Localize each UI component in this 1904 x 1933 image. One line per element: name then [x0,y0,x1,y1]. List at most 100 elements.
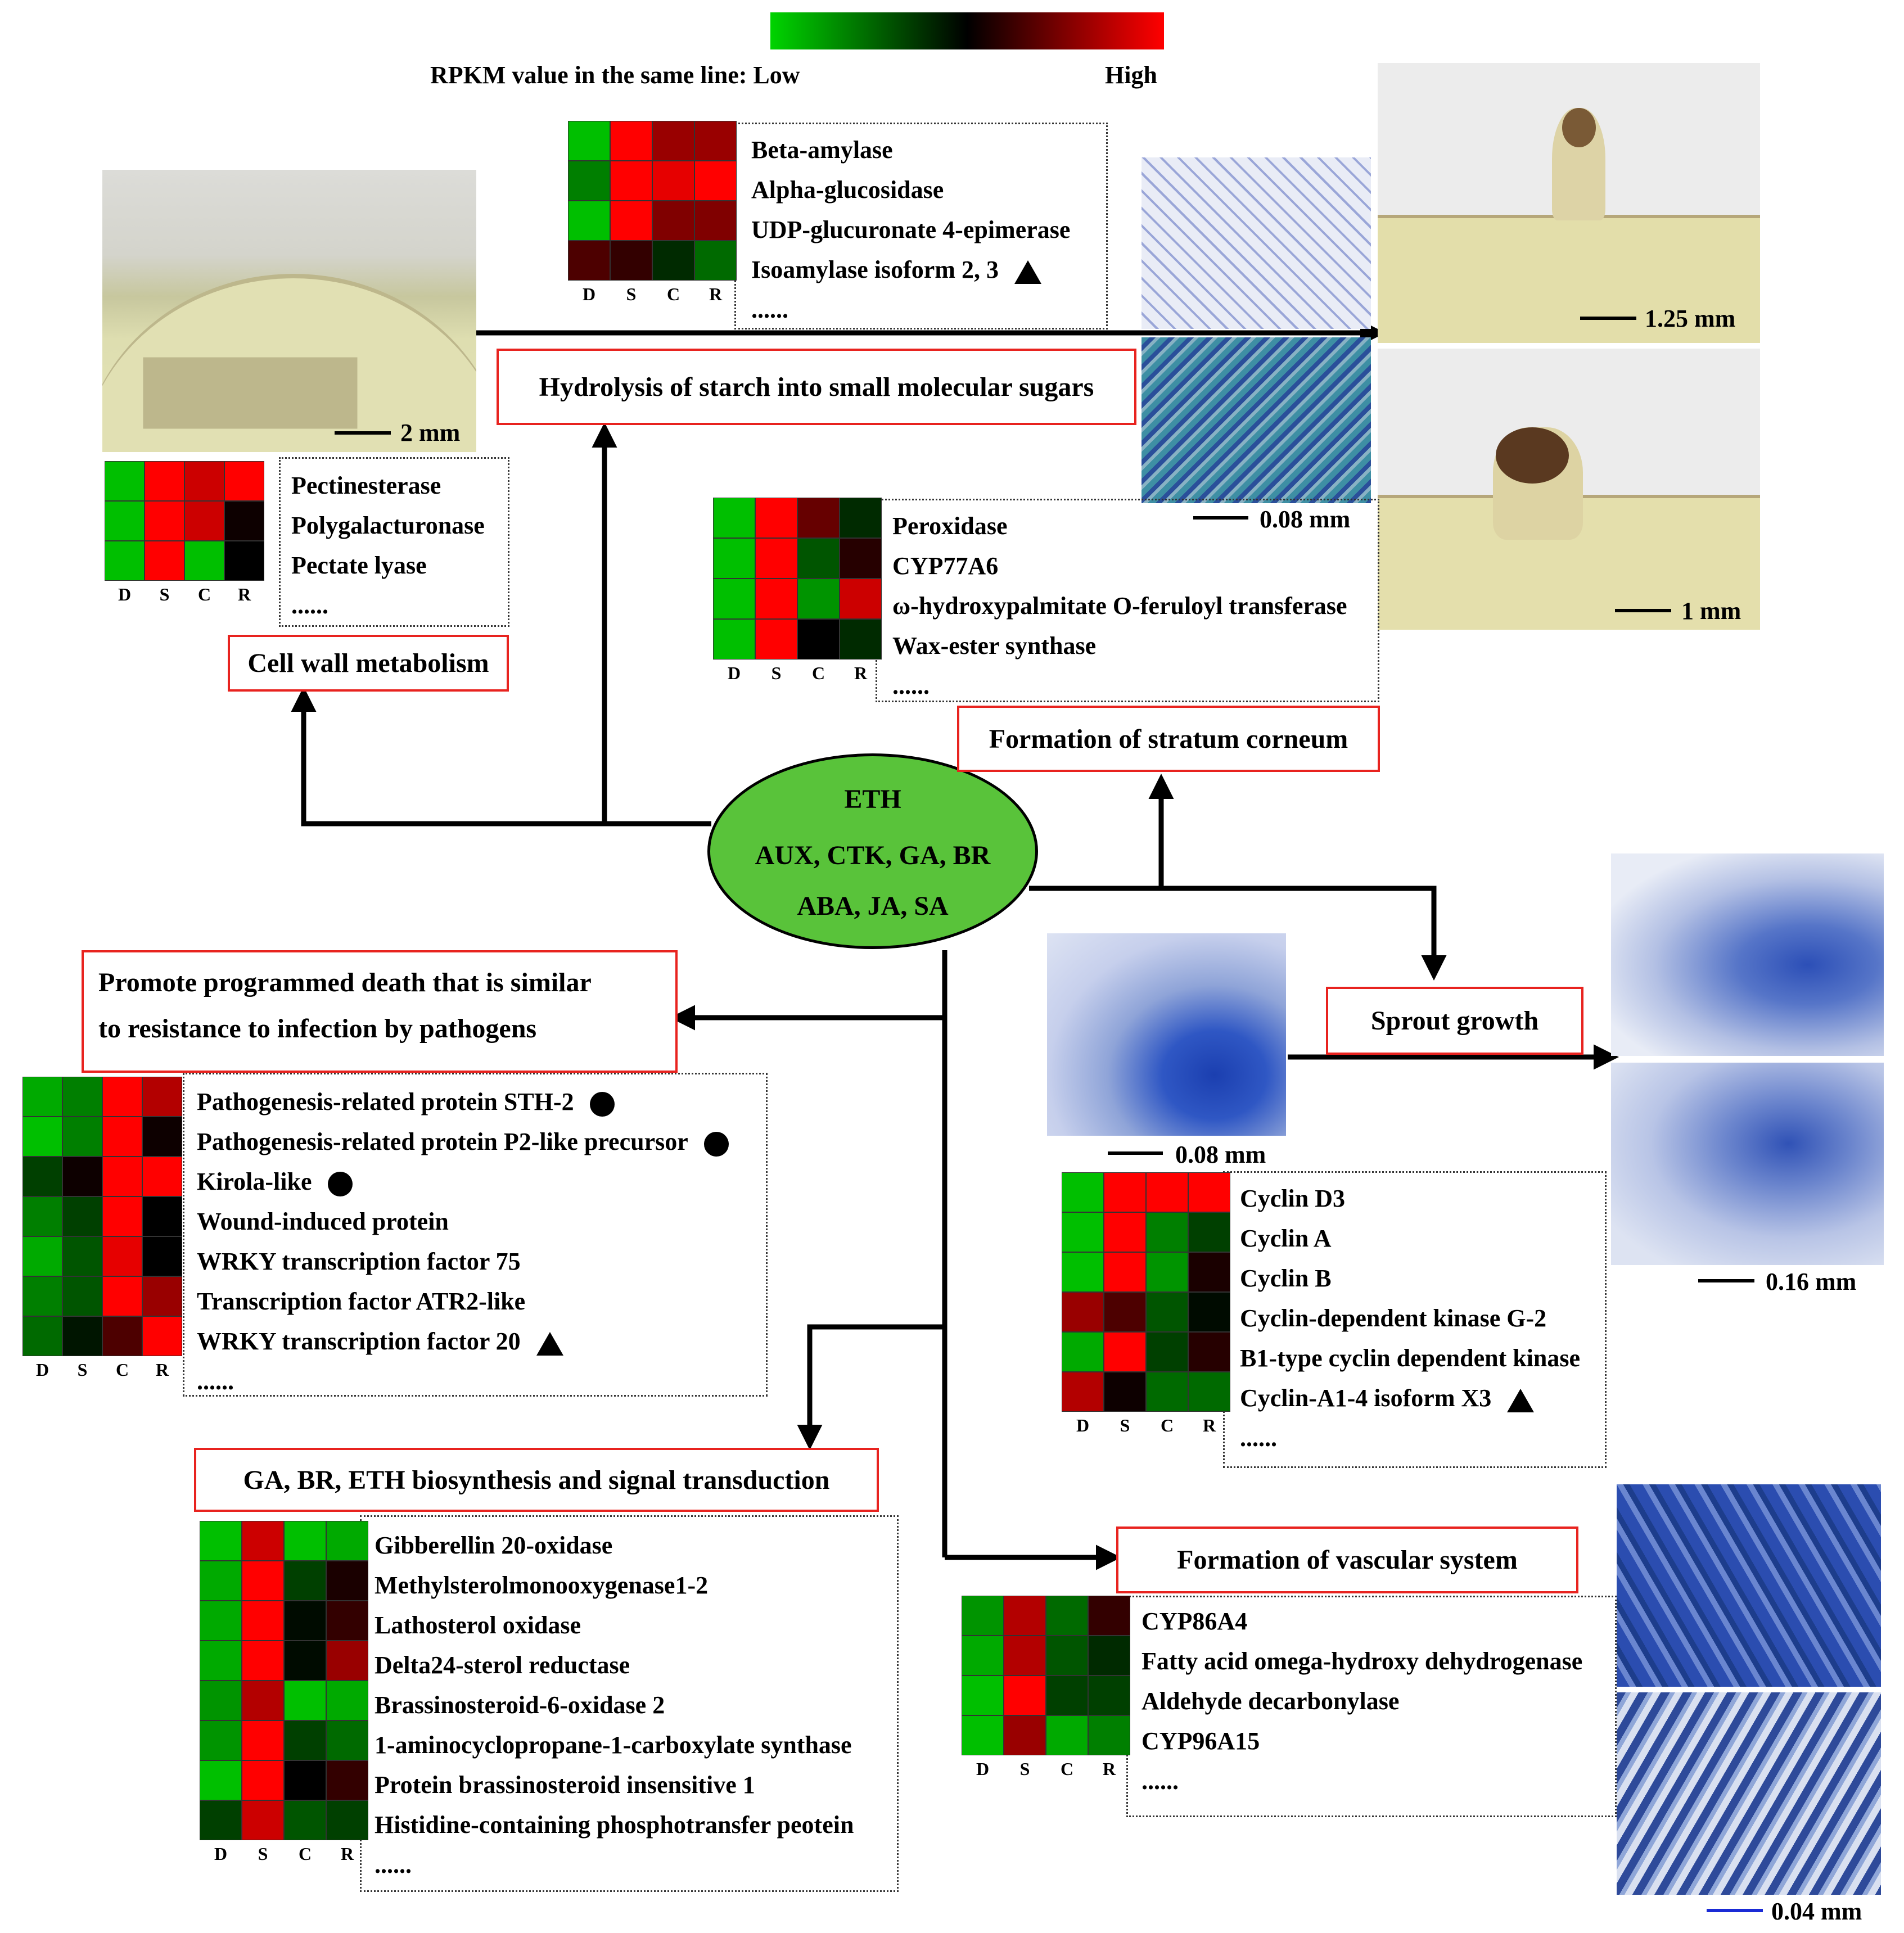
heatmap-cell-starch-r2-c0 [568,201,610,241]
heatmap-cell-pathogen-r6-c0 [22,1316,62,1356]
heatmap-cell-hormone-r1-c2 [284,1561,326,1601]
gene-label-pathogen: Kirola-like [197,1169,353,1196]
gene-label-sprout: Cyclin-dependent kinase G-2 [1240,1304,1547,1332]
heatmap-cell-hormone-r7-c2 [284,1800,326,1840]
heatmap-cell-vascular-r0-c1 [1004,1596,1046,1636]
gene-box-cell-wall [279,457,509,627]
heatmap-col-label-sprout: D [1076,1415,1090,1435]
heatmap-cell-starch-r2-c3 [694,201,737,241]
heatmap-cell-sprout-r2-c2 [1146,1252,1188,1292]
bud-photo-top [1378,63,1760,343]
heatmap-cell-starch-r0-c2 [652,121,694,161]
heatmap-cell-pathogen-r0-c2 [102,1077,142,1117]
heatmap-cell-hormone-r3-c3 [326,1641,368,1681]
heatmap-cell-cellwall-r1-c1 [145,501,184,541]
heatmap-cell-hormone-r1-c0 [200,1561,242,1601]
bud-photo-bottom [1378,349,1760,630]
heatmap-cell-cellwall-r2-c2 [184,541,224,581]
heatmap-cell-sprout-r4-c0 [1062,1332,1104,1372]
gene-label-stratum: CYP77A6 [892,552,999,580]
heatmap-cell-stratum-r1-c1 [755,538,797,579]
scale-label-bud-bottom: 1 mm [1681,597,1741,625]
heatmap-cell-hormone-r6-c0 [200,1760,242,1800]
heatmap-col-label-hormone: R [340,1844,354,1864]
heatmap-cell-sprout-r3-c2 [1146,1292,1188,1332]
heatmap-cell-sprout-r0-c0 [1062,1172,1104,1212]
heatmap-cell-sprout-r5-c2 [1146,1372,1188,1412]
heatmap-cell-cellwall-r0-c0 [105,461,145,501]
circle-marker-icon [327,1171,353,1196]
heatmap-cell-hormone-r0-c0 [200,1521,242,1561]
title-cell-wall-metabolism: Cell wall metabolism [228,635,509,692]
gene-label-vascular: Aldehyde decarbonylase [1142,1687,1400,1715]
heatmap-cell-stratum-r1-c0 [713,538,755,579]
heatmap-cell-pathogen-r5-c2 [102,1276,142,1316]
heatmap-cell-stratum-r3-c2 [797,619,840,660]
scale-label-tuber: 2 mm [400,419,461,446]
gene-label-hormone: Delta24-sterol reductase [375,1651,630,1679]
heatmap-cell-cellwall-r0-c1 [145,461,184,501]
heatmap-col-label-hormone: S [258,1844,268,1864]
heatmap-cell-hormone-r0-c1 [242,1521,284,1561]
heatmap-col-label-cellwall: S [159,584,170,604]
heatmap-cell-hormone-r7-c3 [326,1800,368,1840]
scale-label-section-mid: 0.08 mm [1175,1141,1266,1168]
heatmap-cell-sprout-r4-c3 [1188,1332,1230,1372]
gene-label-hormone: Protein brassinosteroid insensitive 1 [375,1771,755,1799]
hormone-line-3: ABA, JA, SA [797,891,949,921]
color-legend-bar [770,12,1164,49]
gene-label-sprout: Cyclin B [1240,1264,1332,1292]
heatmap-cell-hormone-r3-c1 [242,1641,284,1681]
heatmap-cell-starch-r2-c2 [652,201,694,241]
heatmap-col-label-hormone: C [298,1844,312,1864]
heatmap-cell-hormone-r3-c0 [200,1641,242,1681]
heatmap-cell-vascular-r1-c3 [1088,1636,1130,1675]
scale-label-section-top: 0.08 mm [1260,505,1351,533]
heatmap-cell-cellwall-r2-c0 [105,541,145,581]
heatmap-cell-hormone-r5-c2 [284,1720,326,1760]
gene-label-pathogen: WRKY transcription factor 20 [197,1329,563,1356]
heatmap-cell-hormone-r4-c0 [200,1681,242,1720]
heatmap-cell-pathogen-r0-c1 [62,1077,102,1117]
heatmap-cell-pathogen-r2-c3 [142,1157,182,1196]
heatmap-cell-sprout-r2-c3 [1188,1252,1230,1292]
gene-label-hormone: 1-aminocyclopropane-1-carboxylate syntha… [375,1731,852,1759]
gene-label-sprout: Cyclin D3 [1240,1185,1345,1212]
heatmap-cell-cellwall-r1-c0 [105,501,145,541]
heatmap-cell-sprout-r5-c0 [1062,1372,1104,1412]
section-photo-stratum [1142,337,1371,503]
heatmap-cell-cellwall-r0-c2 [184,461,224,501]
more-genes-cellwall: ...... [291,591,328,619]
heatmap-cell-pathogen-r5-c1 [62,1276,102,1316]
gene-label-sprout: Cyclin-A1-4 isoform X3 [1240,1386,1535,1412]
title-programmed-death: Promote programmed death that is similar… [82,950,678,1073]
gene-label-hormone: Methylsterolmonooxygenase1-2 [375,1571,709,1599]
heatmap-cell-sprout-r4-c2 [1146,1332,1188,1372]
heatmap-cell-starch-r1-c2 [652,161,694,201]
heatmap-col-label-vascular: C [1060,1759,1074,1779]
heatmap-cell-vascular-r1-c2 [1046,1636,1088,1675]
gene-label-cellwall: Pectate lyase [291,552,427,579]
heatmap-cell-starch-r3-c2 [652,241,694,281]
more-genes-starch: ...... [751,296,788,323]
heatmap-cell-pathogen-r3-c0 [22,1196,62,1236]
heatmap-col-label-cellwall: D [118,584,132,604]
heatmap-cell-sprout-r3-c0 [1062,1292,1104,1332]
heatmap-cell-pathogen-r3-c2 [102,1196,142,1236]
heatmap-cell-pathogen-r1-c1 [62,1117,102,1157]
heatmap-col-label-starch: D [582,284,596,304]
heatmap-cell-hormone-r4-c2 [284,1681,326,1720]
title-programmed-death-line-1: Promote programmed death that is similar [98,968,592,997]
heatmap-cell-sprout-r2-c0 [1062,1252,1104,1292]
gene-label-pathogen: Pathogenesis-related protein P2-like pre… [197,1130,729,1157]
arrow-to-hormone [797,1324,945,1450]
heatmap-col-label-hormone: D [214,1844,228,1864]
heatmap-cell-starch-r3-c3 [694,241,737,281]
gene-label-cellwall: Pectinesterase [291,472,441,499]
heatmap-cell-hormone-r0-c3 [326,1521,368,1561]
heatmap-cell-starch-r0-c1 [610,121,652,161]
heatmap-cell-vascular-r2-c0 [962,1675,1004,1715]
heatmap-cell-pathogen-r3-c3 [142,1196,182,1236]
